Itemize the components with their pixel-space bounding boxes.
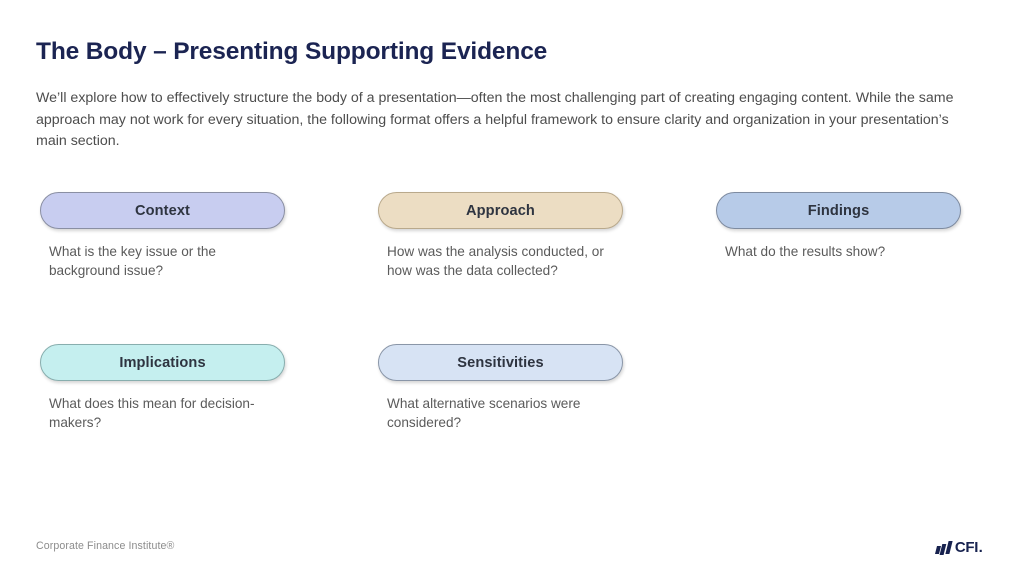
card-approach[interactable]: Approach How was the analysis conducted,… <box>378 192 623 280</box>
cfi-bars-icon <box>935 541 952 554</box>
pill-implications[interactable]: Implications <box>40 344 285 381</box>
card-caption: How was the analysis conducted, or how w… <box>387 244 604 278</box>
cfi-logo-dot: . <box>978 539 983 556</box>
card-sensitivities[interactable]: Sensitivities What alternative scenarios… <box>378 344 623 432</box>
card-findings[interactable]: Findings What do the results show? <box>716 192 961 262</box>
page-title: The Body – Presenting Supporting Evidenc… <box>36 38 548 65</box>
card-caption: What does this mean for decision-makers? <box>49 396 255 430</box>
pill-label: Findings <box>807 202 870 219</box>
cfi-wordmark: CFI <box>954 539 979 556</box>
pill-findings[interactable]: Findings <box>716 192 961 229</box>
pill-approach[interactable]: Approach <box>378 192 623 229</box>
footer-attribution: Corporate Finance Institute® <box>36 540 175 552</box>
card-caption: What is the key issue or the background … <box>49 244 216 278</box>
pill-label: Approach <box>466 202 535 219</box>
card-caption: What alternative scenarios were consider… <box>387 396 581 430</box>
pill-label: Context <box>134 202 191 219</box>
card-caption: What do the results show? <box>725 244 886 259</box>
pill-label: Sensitivities <box>457 354 544 371</box>
card-implications[interactable]: Implications What does this mean for dec… <box>40 344 285 432</box>
pill-label: Implications <box>119 354 206 371</box>
pill-context[interactable]: Context <box>40 192 285 229</box>
cfi-logo: CFI . <box>935 538 983 557</box>
card-context[interactable]: Context What is the key issue or the bac… <box>40 192 285 280</box>
pill-sensitivities[interactable]: Sensitivities <box>378 344 623 381</box>
intro-paragraph: We’ll explore how to effectively structu… <box>36 90 954 149</box>
